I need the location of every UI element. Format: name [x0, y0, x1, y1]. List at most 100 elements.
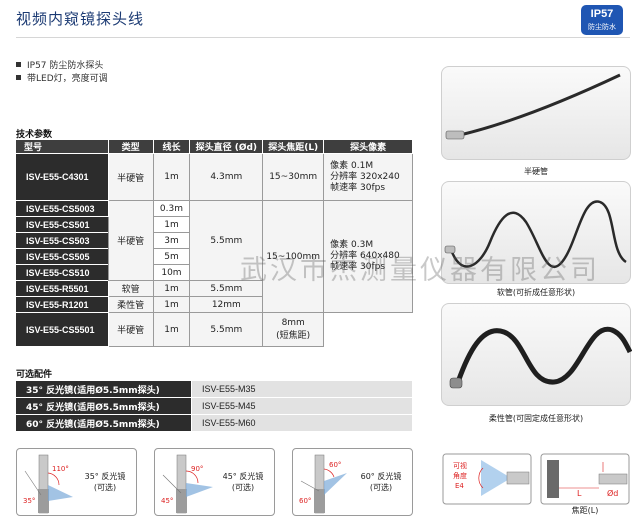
badge-sub: 防尘防水 [588, 23, 616, 31]
photo-caption: 半硬管 [524, 167, 548, 176]
focal-cell: 15~30mm [262, 153, 325, 201]
spec-header-row: 型号 类型 线长 探头直径 (Ød) 探头焦距(L) 探头像素 [15, 139, 413, 154]
empty-cell [323, 312, 413, 347]
diameter-cell: 5.5mm [189, 200, 264, 281]
flexible-tube-photo [441, 303, 633, 406]
svg-text:60°: 60° [329, 461, 341, 469]
mirror-45-diagram: 90° 45° 45° 反光镜 (可选) [154, 448, 275, 516]
mirror-label: 45° 反光镜 (可选) [222, 472, 264, 492]
header-type: 类型 [107, 139, 154, 154]
type-cell: 半硬管 [107, 312, 154, 347]
length-cell: 1m [152, 216, 191, 233]
length-cell: 5m [152, 248, 191, 265]
accessory-model: ISV-E55-M60 [191, 414, 413, 432]
photo-caption: 柔性管(可固定成任意形状) [488, 414, 584, 423]
model-cell: ISV-E55-CS5003 [15, 200, 109, 217]
accessory-heading: 可选配件 [16, 370, 53, 380]
badge-main: IP57 [590, 8, 614, 20]
accessory-name: 60° 反光镜(适用Ø5.5mm探头) [15, 414, 192, 432]
svg-text:L: L [577, 489, 582, 498]
mirror-35-diagram: 110° 35° 35° 反光镜 (可选) [16, 448, 137, 516]
accessory-row: 45° 反光镜(适用Ø5.5mm探头) ISV-E55-M45 [15, 397, 413, 415]
pixel-cell: 像素 0.1M 分辨率 320x240 帧速率 30fps [323, 153, 413, 201]
model-cell: ISV-E55-C4301 [15, 153, 109, 201]
model-cell: ISV-E55-CS505 [15, 248, 109, 265]
bullet-icon [16, 75, 21, 80]
length-cell: 1m [152, 280, 191, 297]
table-row: ISV-E55-CS505 5m [15, 248, 413, 265]
svg-text:90°: 90° [191, 465, 203, 473]
soft-tube-photo [441, 181, 631, 284]
focal-caption: 焦距(L) [571, 506, 599, 515]
type-cell: 柔性管 [107, 296, 154, 313]
diameter-cell: 5.5mm [189, 280, 264, 297]
svg-text:角度: 角度 [453, 471, 467, 480]
header-length: 线长 [152, 139, 191, 154]
table-row: ISV-E55-R5501 软管 1m 5.5mm [15, 280, 413, 297]
accessory-name: 45° 反光镜(适用Ø5.5mm探头) [15, 397, 192, 415]
accessory-row: 60° 反光镜(适用Ø5.5mm探头) ISV-E55-M60 [15, 414, 413, 432]
header-model: 型号 [15, 139, 109, 154]
length-cell: 1m [152, 153, 191, 201]
photo-caption: 软管(可折成任意形状) [496, 288, 576, 297]
model-cell: ISV-E55-R1201 [15, 296, 109, 313]
focal-cell: 15~100mm [262, 200, 325, 313]
focal-diagram-icon: 可视 角度 E4 L Ød [442, 453, 630, 505]
watermark: 武汉市杰测量仪器有限公司 [240, 255, 600, 286]
accessory-model: ISV-E55-M45 [191, 397, 413, 415]
focal-diagram: 可视 角度 E4 L Ød [441, 452, 630, 515]
length-cell: 10m [152, 264, 191, 281]
model-cell: ISV-E55-R5501 [15, 280, 109, 297]
pixel-cell: 像素 0.3M 分辨率 640x480 帧速率 30fps [323, 200, 413, 313]
length-cell: 0.3m [152, 200, 191, 217]
feature-item: IP57 防尘防水探头 [16, 60, 108, 73]
page-title: 视频内窥镜探头线 [16, 10, 145, 28]
header-focal: 探头焦距(L) [262, 139, 325, 154]
svg-text:45°: 45° [161, 497, 173, 505]
feature-item: 带LED灯，亮度可调 [16, 73, 108, 86]
soft-tube-icon [444, 200, 627, 269]
svg-text:60°: 60° [299, 497, 311, 505]
accessory-model: ISV-E55-M35 [191, 380, 413, 398]
length-cell: 1m [152, 296, 191, 313]
type-cell: 软管 [107, 280, 154, 297]
title-divider [16, 37, 630, 38]
table-row: ISV-E55-R1201 柔性管 1m 12mm [15, 296, 413, 313]
ip57-badge: IP57 防尘防水 [581, 5, 623, 35]
accessory-name: 35° 反光镜(适用Ø5.5mm探头) [15, 380, 192, 398]
table-row: ISV-E55-CS5501 半硬管 1m 5.5mm 8mm (短焦距) [15, 312, 413, 347]
diameter-cell: 5.5mm [189, 312, 264, 347]
table-row: ISV-E55-CS510 10m [15, 264, 413, 281]
mirror-60-diagram: 60° 60° 60° 反光镜 (可选) [292, 448, 413, 516]
model-cell: ISV-E55-CS510 [15, 264, 109, 281]
bullet-icon [16, 62, 21, 67]
semi-rigid-tube-photo [441, 66, 631, 160]
svg-text:35°: 35° [23, 497, 35, 505]
length-cell: 3m [152, 232, 191, 249]
accessory-row: 35° 反光镜(适用Ø5.5mm探头) ISV-E55-M35 [15, 380, 413, 398]
svg-text:E4: E4 [455, 482, 464, 490]
spec-heading: 技术参数 [16, 130, 53, 140]
diameter-cell: 12mm [189, 296, 264, 313]
type-cell: 半硬管 [107, 153, 154, 201]
svg-text:110°: 110° [52, 465, 69, 473]
mirror-60-icon: 60° 60° [299, 454, 347, 514]
mirror-label: 60° 反光镜 (可选) [360, 472, 402, 492]
model-cell: ISV-E55-CS5501 [15, 312, 109, 347]
feature-list: IP57 防尘防水探头 带LED灯，亮度可调 [16, 60, 108, 86]
model-cell: ISV-E55-CS501 [15, 216, 109, 233]
table-row: ISV-E55-C4301 半硬管 1m 4.3mm 15~30mm 像素 0.… [15, 153, 413, 201]
accessory-table: 35° 反光镜(适用Ø5.5mm探头) ISV-E55-M35 45° 反光镜(… [15, 380, 413, 432]
header-pixel: 探头像素 [323, 139, 413, 154]
semi-rigid-tube-icon [445, 73, 621, 140]
type-cell: 半硬管 [107, 200, 154, 281]
svg-text:可视: 可视 [453, 461, 467, 470]
spec-table: 型号 类型 线长 探头直径 (Ød) 探头焦距(L) 探头像素 ISV-E55-… [15, 139, 413, 347]
diameter-cell: 4.3mm [189, 153, 264, 201]
header-diameter: 探头直径 (Ød) [189, 139, 264, 154]
mirror-label: 35° 反光镜 (可选) [84, 472, 126, 492]
svg-text:Ød: Ød [607, 488, 618, 498]
mirror-45-icon: 90° 45° [161, 454, 213, 514]
model-cell: ISV-E55-CS503 [15, 232, 109, 249]
table-row: ISV-E55-CS5003 半硬管 0.3m 5.5mm 15~100mm 像… [15, 200, 413, 313]
